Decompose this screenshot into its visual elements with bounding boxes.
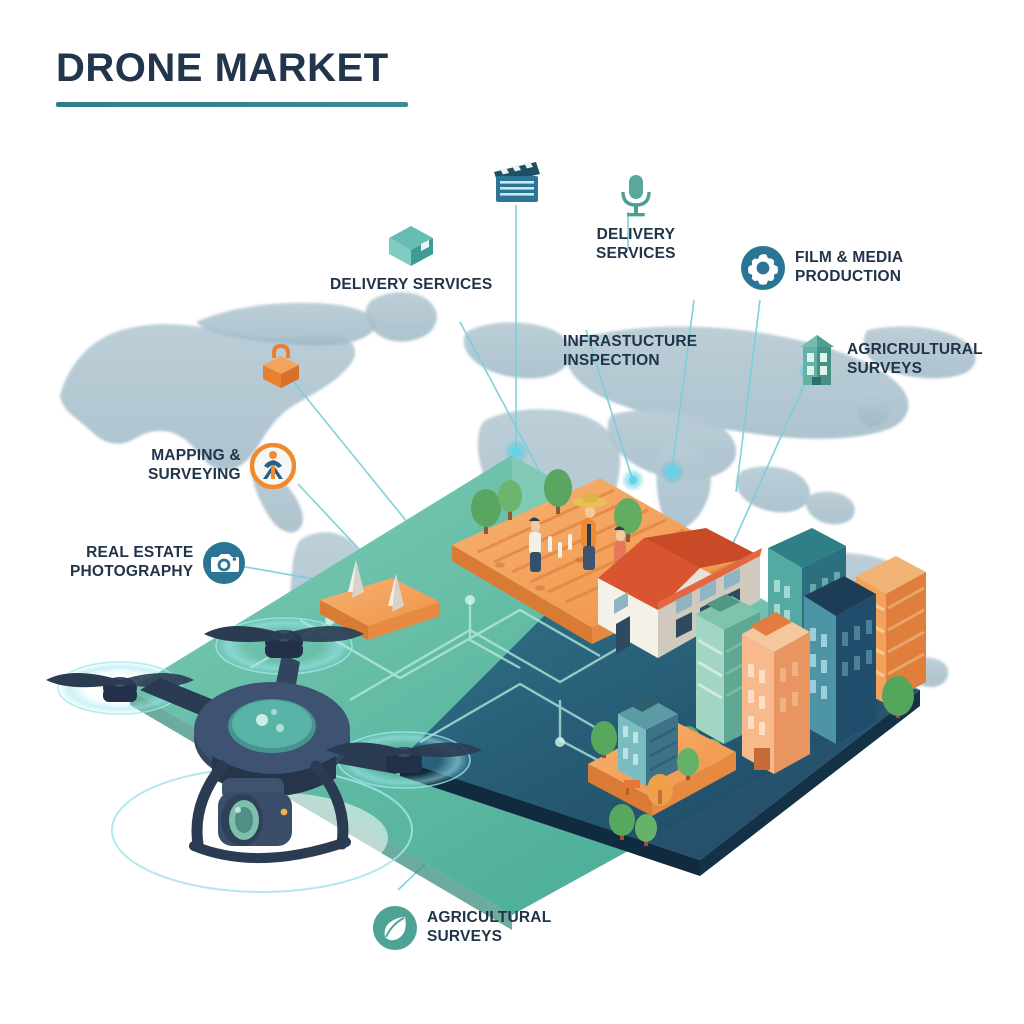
callout-label: MAPPING & SURVEYING	[148, 447, 241, 483]
callout-package-map-marker[interactable]	[258, 338, 304, 390]
orange-package-icon	[263, 344, 299, 388]
page-title: DRONE MARKET	[56, 46, 389, 90]
farmer-figure	[573, 493, 607, 570]
callout-label: DELIVERY SERVICES	[596, 226, 676, 262]
callout-infrastructure-inspection[interactable]: INFRASTUCTURE INSPECTION	[563, 333, 697, 370]
callout-film-media-clapper[interactable]	[490, 158, 544, 206]
title-block: DRONE MARKET	[56, 48, 408, 107]
surveyor-tripod-icon	[249, 443, 296, 489]
callout-label: REAL ESTATE PHOTOGRAPHY	[70, 544, 194, 580]
package-box-icon	[389, 226, 434, 266]
callout-label: DELIVERY SERVICES	[330, 276, 493, 293]
callout-film-media-production[interactable]: FILM & MEDIA PRODUCTION	[740, 245, 903, 291]
leaf-icon	[373, 906, 417, 950]
office-block-platform	[588, 694, 736, 846]
tower-building-icon	[800, 335, 834, 385]
worker-figure-left	[529, 517, 541, 572]
callout-label: AGRICULTURAL SURVEYS	[427, 909, 552, 945]
callout-agricrultural-surveys[interactable]: AGRICRULTURAL SURVEYS	[796, 333, 983, 387]
callout-delivery-services-mic[interactable]: DELIVERY SERVICES	[596, 172, 676, 263]
drone-camera	[218, 792, 292, 846]
callout-label: AGRICRULTURAL SURVEYS	[847, 341, 983, 377]
callout-label: INFRASTUCTURE INSPECTION	[563, 333, 698, 369]
callout-mapping-surveying[interactable]: MAPPING & SURVEYING	[148, 443, 296, 489]
title-underline	[56, 102, 408, 107]
callout-real-estate-photography[interactable]: REAL ESTATE PHOTOGRAPHY	[70, 541, 246, 585]
callout-label: FILM & MEDIA PRODUCTION	[795, 249, 904, 285]
quadcopter-drone	[46, 617, 482, 893]
callout-agricultural-surveys-bottom[interactable]: AGRICULTURAL SURVEYS	[372, 905, 551, 951]
farm-trees	[471, 469, 642, 542]
farmhouse	[598, 528, 762, 658]
camera-icon	[203, 542, 246, 584]
microphone-icon	[621, 175, 651, 217]
clapperboard-icon	[494, 161, 540, 202]
gear-icon	[741, 246, 785, 290]
callout-delivery-services-left[interactable]: DELIVERY SERVICES	[330, 222, 492, 295]
cone-towers-platform	[320, 560, 440, 640]
